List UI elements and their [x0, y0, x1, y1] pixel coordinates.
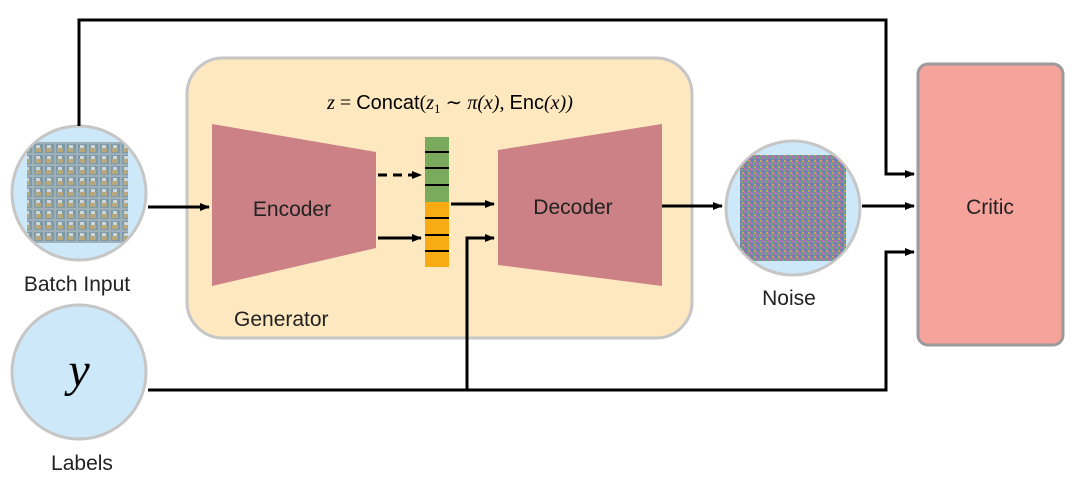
labels-node: y [10, 303, 148, 441]
noise-image [740, 155, 846, 261]
batch-input-node [10, 124, 148, 262]
noise-label: Noise [762, 287, 816, 310]
batch-image-grid [27, 142, 128, 243]
batch-input-label: Batch Input [24, 273, 130, 296]
labels-label: Labels [51, 452, 113, 475]
latent-green-segment [425, 137, 449, 202]
labels-y-symbol: y [63, 344, 90, 397]
decoder-label: Decoder [533, 196, 612, 219]
encoder-block [212, 124, 376, 286]
critic-label: Critic [966, 196, 1014, 219]
generator-label: Generator [234, 308, 329, 331]
critic-box [916, 62, 1065, 347]
formula-text: z = Concat(z1 ∼ π(x), Enc(x)) [326, 92, 573, 116]
decoder-block [498, 124, 662, 286]
encoder-label: Encoder [253, 198, 331, 221]
latent-vector [425, 137, 449, 267]
labels-to-critic-arrow [148, 248, 915, 392]
labels-to-decoder-arrow [465, 234, 495, 390]
batch-to-critic-arrow [77, 18, 915, 178]
noise-node [724, 139, 862, 277]
